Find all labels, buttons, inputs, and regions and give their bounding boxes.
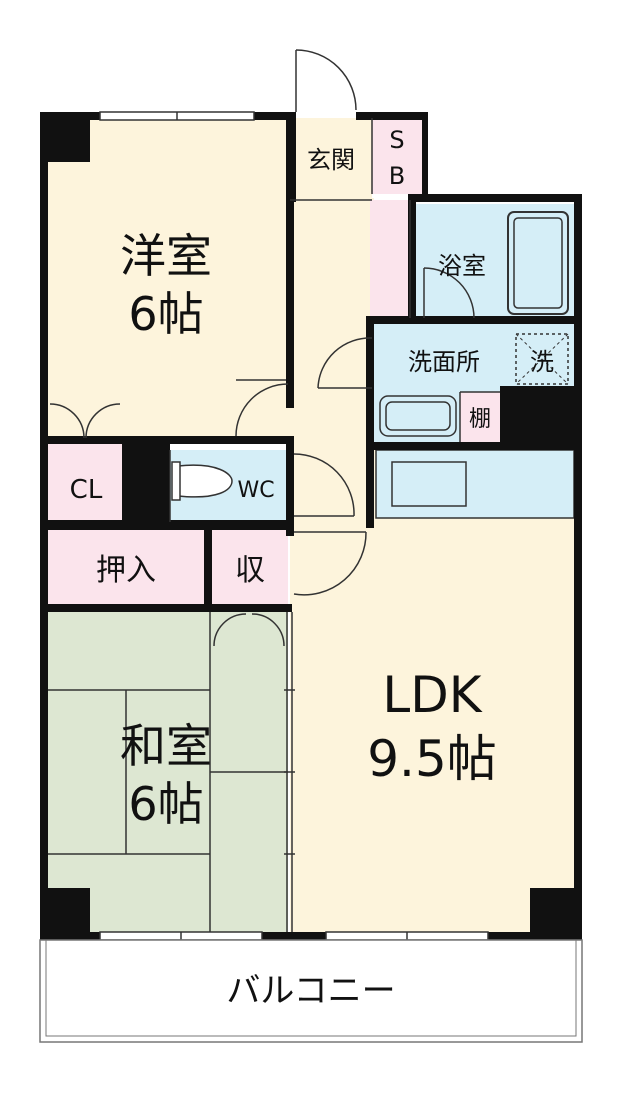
wash-basin: [379, 395, 457, 437]
entrance-label: 玄関: [307, 146, 355, 174]
toilet-label: WC: [237, 478, 274, 503]
shelf-label: 棚: [469, 407, 491, 432]
western-room-floor: [48, 118, 290, 442]
tatami-lines: [48, 612, 288, 932]
wash-basin-bowl: [385, 401, 451, 431]
shoe-box-label-b: B: [389, 162, 405, 190]
washer-space: [515, 333, 569, 385]
thin-lines: [169, 118, 500, 522]
entrance-floor: [290, 118, 372, 200]
shoe-box-floor: [372, 118, 422, 194]
japanese-room-size: 6帖: [128, 777, 203, 831]
japanese-room-name: 和室: [120, 719, 212, 773]
western-room-name: 洋室: [120, 229, 212, 283]
closet-floor: [48, 442, 124, 522]
storage-floor: [212, 530, 288, 612]
ldk-size: 9.5帖: [367, 730, 497, 788]
balcony-label: バルコニー: [226, 971, 395, 1011]
bathtub: [507, 211, 569, 315]
bathtub-inner: [513, 217, 563, 309]
western-room-size: 6帖: [128, 287, 203, 341]
closet-label: CL: [70, 475, 103, 505]
walls: [40, 112, 582, 940]
ldk-name: LDK: [382, 666, 482, 724]
washroom-label: 洗面所: [408, 348, 480, 376]
balcony-floor: [39, 939, 583, 1043]
shelf-floor: [460, 392, 500, 442]
kitchen-sink: [391, 461, 467, 507]
toilet-tank: [171, 461, 181, 501]
washer-label: 洗: [530, 348, 554, 376]
doors: [49, 49, 475, 647]
hall-closet-floor: [370, 200, 410, 318]
oshiire-label: 押入: [96, 553, 156, 588]
storage-label: 収: [235, 553, 265, 588]
washer-cross: [515, 333, 569, 385]
ldk-floor: [290, 450, 574, 932]
sliding-door-partition: [284, 612, 295, 932]
bath-label: 浴室: [438, 252, 486, 280]
oshiire-floor: [48, 530, 206, 612]
balcony-inner-rail: [45, 939, 577, 1037]
shoe-box-label-s: S: [389, 126, 404, 154]
